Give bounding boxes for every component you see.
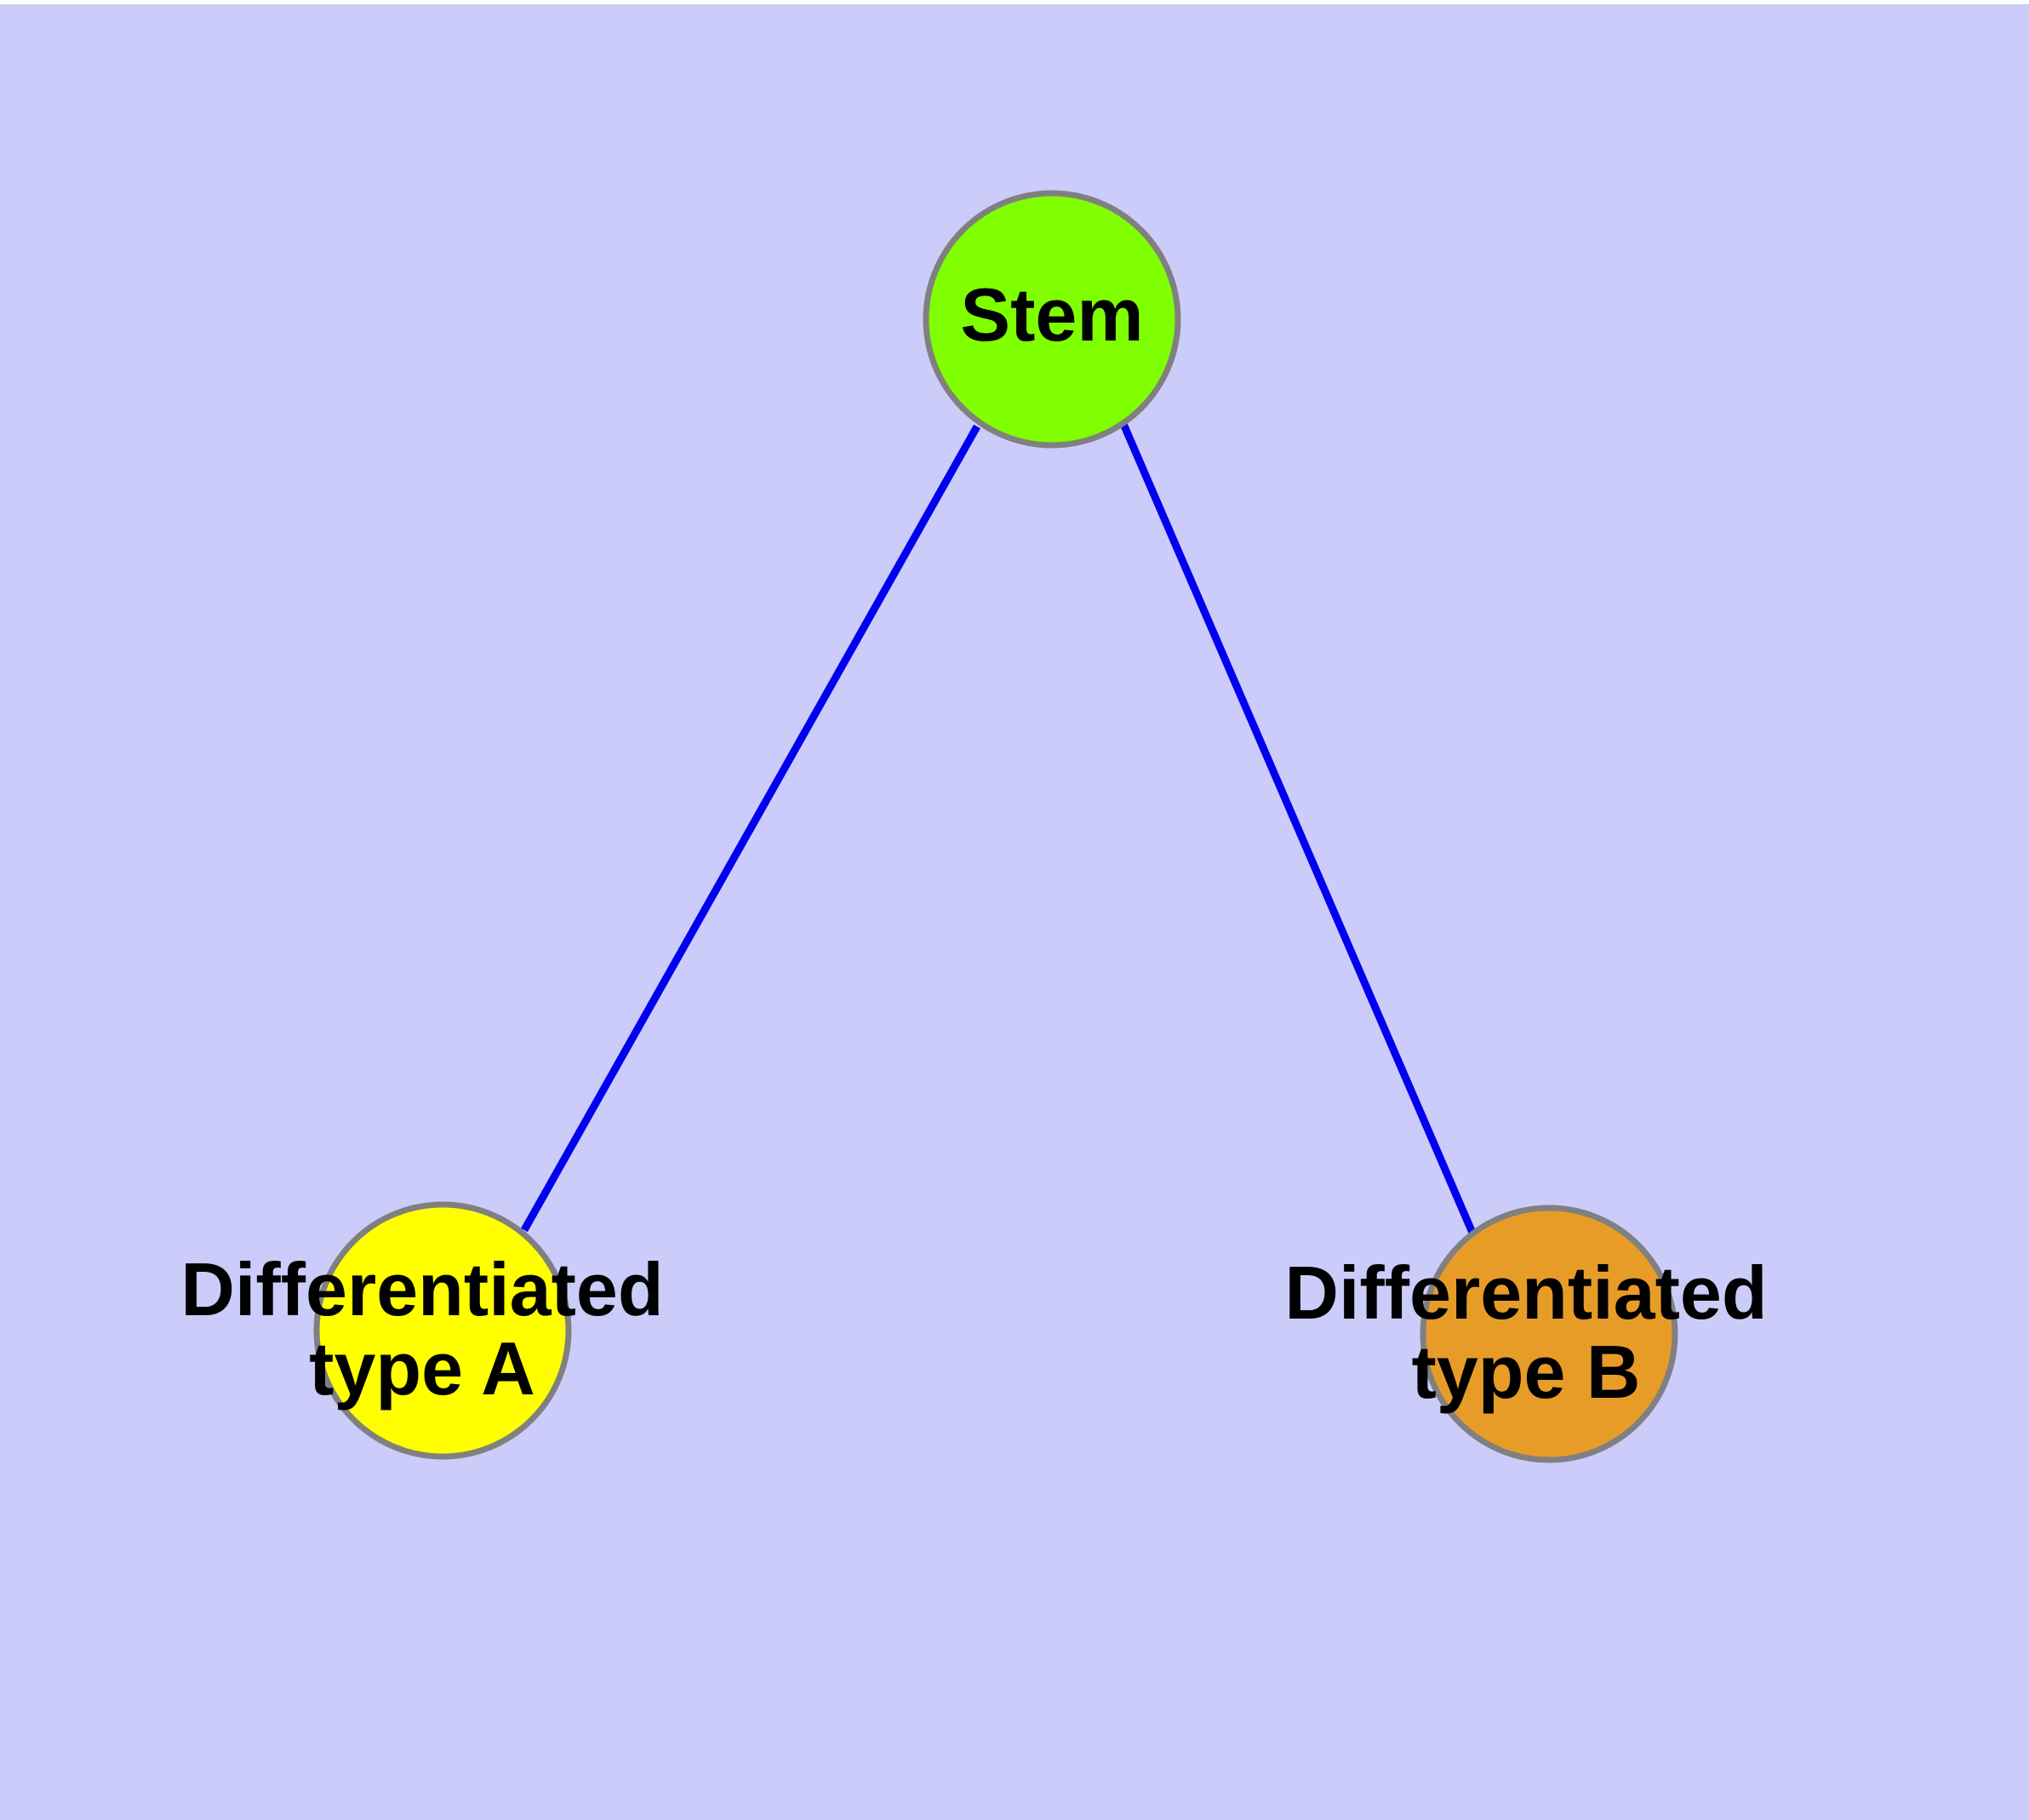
node-differentiated-type-a-label-line1: Differentiated <box>180 1247 663 1331</box>
node-differentiated-type-b-circle[interactable] <box>1420 1205 1678 1463</box>
label-layer: Stem Differentiated type A Differentiate… <box>180 272 1767 1414</box>
node-layer <box>313 190 1678 1463</box>
edge-stem-to-differentiated-type-a[interactable] <box>521 424 980 1233</box>
node-differentiated-type-a[interactable] <box>313 1201 572 1460</box>
node-differentiated-type-b-label-line2: type B <box>1412 1330 1641 1414</box>
node-differentiated-type-b-label-line1: Differentiated <box>1284 1251 1767 1335</box>
node-stem-label-line1: Stem <box>960 272 1143 357</box>
node-differentiated-type-a-circle[interactable] <box>313 1201 572 1460</box>
node-stem-circle[interactable] <box>923 190 1181 449</box>
node-differentiated-type-b[interactable] <box>1420 1205 1678 1463</box>
node-differentiated-type-a-label-line2: type A <box>309 1326 535 1411</box>
edge-layer <box>521 422 1477 1234</box>
edge-stem-to-differentiated-type-b[interactable] <box>1119 422 1477 1234</box>
node-stem[interactable] <box>923 190 1181 449</box>
